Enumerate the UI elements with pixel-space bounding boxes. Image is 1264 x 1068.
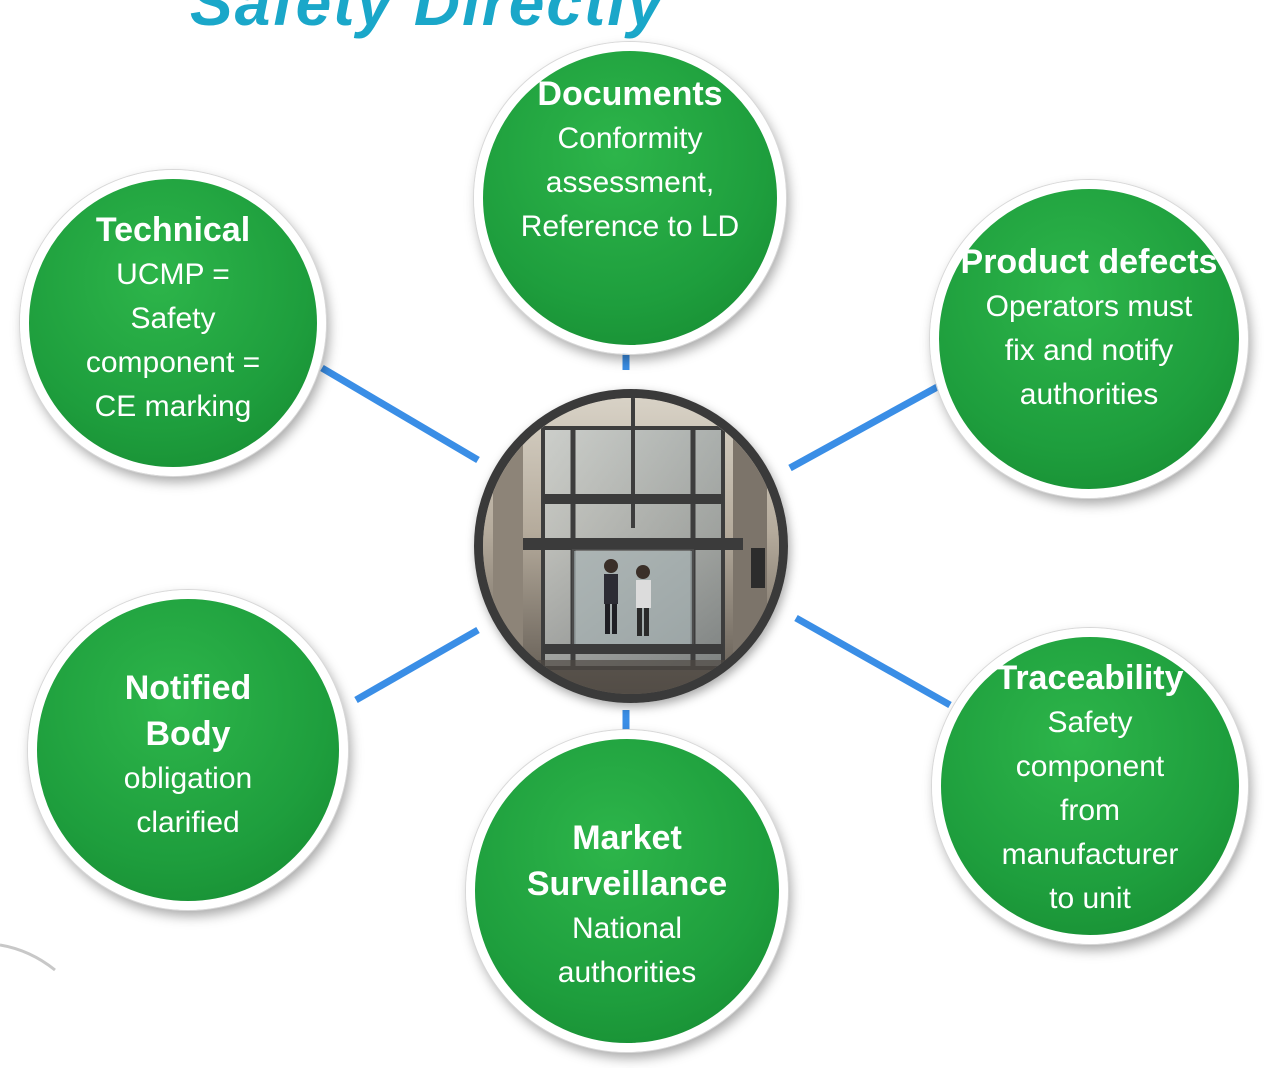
node-notified-body-line-1: obligation xyxy=(123,762,253,795)
node-traceability-line-5: to unit xyxy=(1049,882,1131,915)
connector-notified-body xyxy=(354,626,480,704)
node-technical-line-4: CE marking xyxy=(94,390,252,423)
node-product-defects-line-1: Operators must xyxy=(985,290,1193,323)
node-documents-line-3: Reference to LD xyxy=(520,210,740,243)
connector-technical xyxy=(320,364,480,464)
title-fragment: Safety Directly xyxy=(190,0,665,39)
node-traceability-line-2: component xyxy=(1015,750,1165,783)
node-technical-heading: Technical xyxy=(95,211,251,249)
node-technical-line-1: UCMP = xyxy=(116,258,230,291)
node-market-surveillance-line-2: authorities xyxy=(557,956,697,989)
node-market-surveillance-heading-2: Surveillance xyxy=(526,865,728,903)
node-market-surveillance: Market Surveillance National authorities xyxy=(466,730,788,1052)
node-documents-line-1: Conformity xyxy=(557,122,703,155)
node-notified-body-heading-2: Body xyxy=(145,715,231,753)
node-technical-line-2: Safety xyxy=(130,302,216,335)
node-documents-line-2: assessment, xyxy=(545,166,715,199)
node-traceability: Traceability Safety component from manuf… xyxy=(932,628,1248,944)
node-traceability-heading: Traceability xyxy=(996,659,1184,697)
node-market-surveillance-line-1: National xyxy=(571,912,683,945)
node-notified-body-heading-1: Notified xyxy=(124,669,252,707)
corner-decor xyxy=(0,943,56,972)
node-product-defects-line-2: fix and notify xyxy=(1004,334,1174,367)
connector-product-defects xyxy=(788,376,952,472)
node-technical: Technical UCMP = Safety component = CE m… xyxy=(20,170,326,476)
node-product-defects: Product defects Operators must fix and n… xyxy=(930,180,1248,498)
node-traceability-line-3: from xyxy=(1060,794,1120,827)
node-product-defects-heading: Product defects xyxy=(960,243,1218,281)
node-notified-body-line-2: clarified xyxy=(136,806,240,839)
center-elevator-image xyxy=(474,389,788,703)
node-traceability-line-1: Safety xyxy=(1047,706,1133,739)
elevator-illustration xyxy=(483,398,779,694)
node-documents-heading: Documents xyxy=(537,75,723,113)
node-traceability-line-4: manufacturer xyxy=(1001,838,1179,871)
connector-traceability xyxy=(794,614,952,709)
node-notified-body: Notified Body obligation clarified xyxy=(28,590,348,910)
node-product-defects-line-3: authorities xyxy=(1019,378,1159,411)
node-documents: Documents Conformity assessment, Referen… xyxy=(474,42,786,354)
node-technical-line-3: component = xyxy=(85,346,261,379)
node-market-surveillance-heading-1: Market xyxy=(572,819,682,857)
